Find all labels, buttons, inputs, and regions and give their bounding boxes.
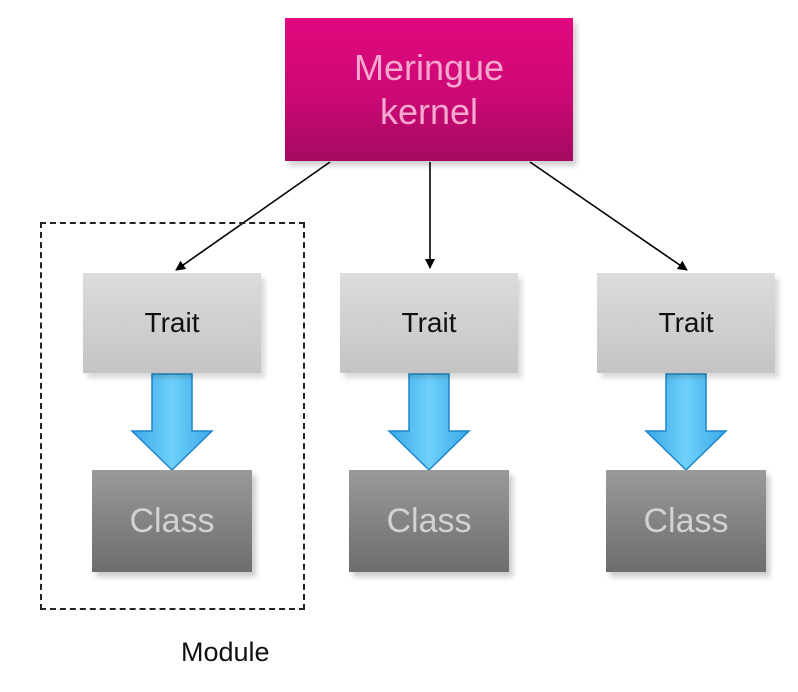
module-label: Module — [181, 637, 270, 667]
meringue-kernel-node: Meringue kernel — [285, 18, 573, 161]
class-node-2: Class — [349, 470, 509, 572]
class-label: Class — [643, 501, 729, 540]
kernel-to-trait-1-arrow — [175, 161, 331, 271]
trait-node-1: Trait — [83, 273, 261, 373]
inheritance-arrow-2 — [387, 373, 471, 472]
kernel-label-line-2: kernel — [379, 90, 479, 132]
trait-label: Trait — [658, 307, 714, 338]
inheritance-arrow-1 — [130, 373, 214, 472]
class-label: Class — [386, 501, 472, 540]
class-node-1: Class — [92, 470, 252, 572]
class-node-3: Class — [606, 470, 766, 572]
kernel-to-trait-3-arrow — [529, 161, 688, 271]
trait-node-2: Trait — [340, 273, 518, 373]
trait-label: Trait — [401, 307, 457, 338]
kernel-label-line-1: Meringue — [353, 46, 505, 88]
class-label: Class — [129, 501, 215, 540]
inheritance-arrow-3 — [644, 373, 728, 472]
module-boundary — [40, 222, 305, 610]
trait-node-3: Trait — [597, 273, 775, 373]
trait-label: Trait — [144, 307, 200, 338]
